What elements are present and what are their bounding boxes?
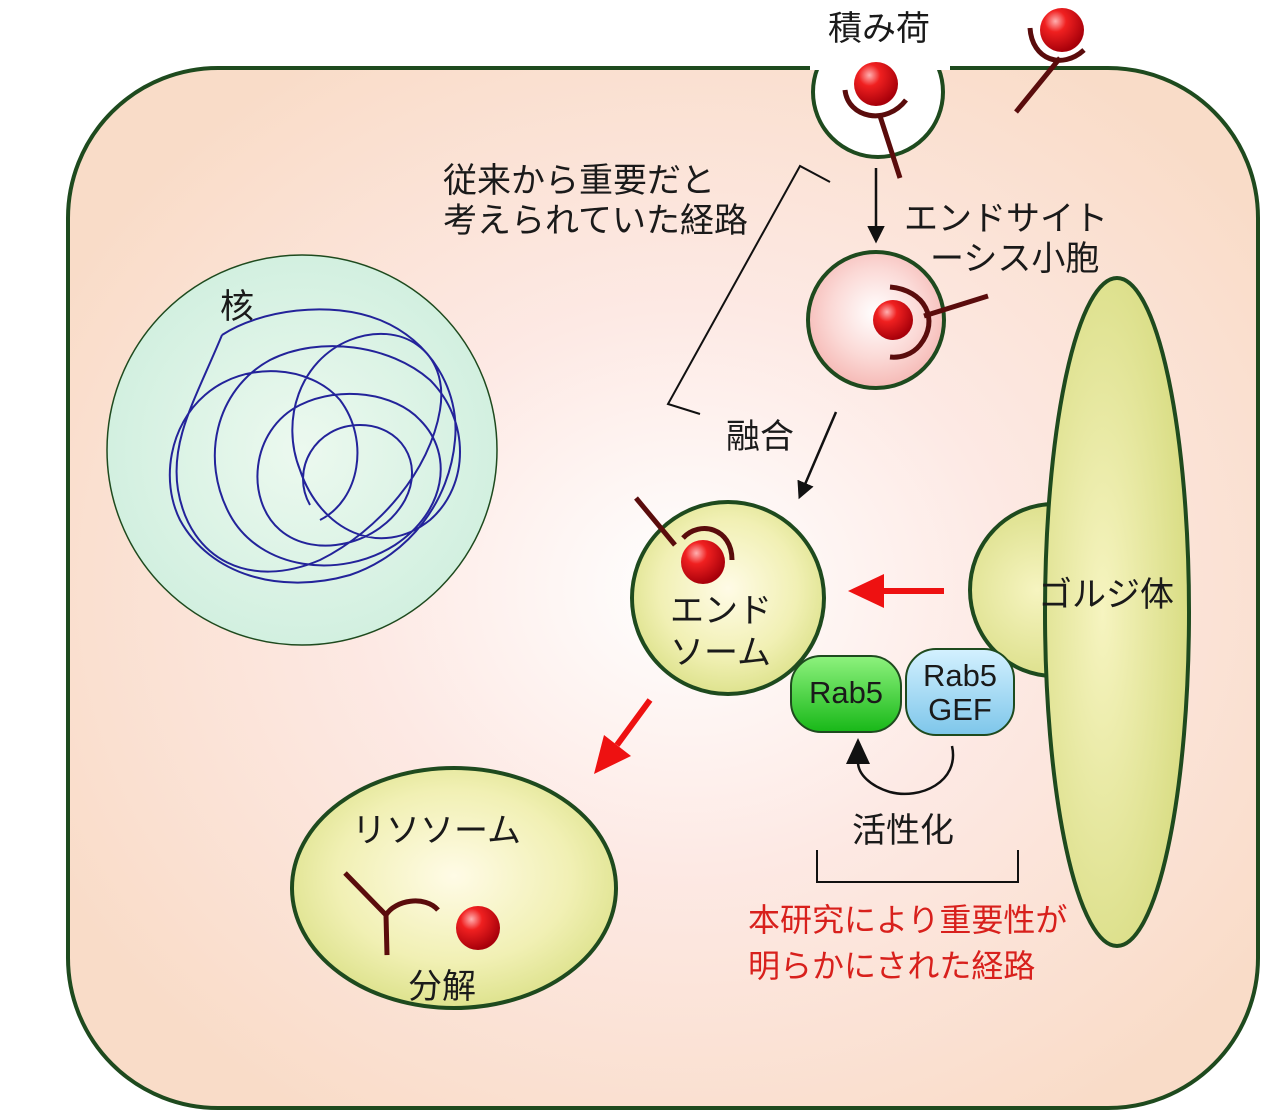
rab5gef-label-line2: GEF [928,692,992,727]
endosome-label-line1: エンド [670,591,772,631]
golgi-label: ゴルジ体 [1038,575,1174,615]
rab5gef-protein: Rab5 GEF [905,648,1015,736]
arrow-golgi-to-endosome [848,574,944,608]
degraded-receptor [343,871,440,956]
extracellular-cargo-receptor [1014,8,1086,114]
endosome-label-line2: ソーム [670,633,771,673]
nucleus-label: 核 [220,287,254,327]
conventional-pathway-label-line2: 考えられていた経路 [443,201,748,241]
conventional-pathway-label-line1: 従来から重要だと [443,161,715,201]
arrow-fusion [797,411,838,500]
conventional-pathway-bracket [666,164,831,415]
lysosome-label: リソソーム [352,811,521,851]
vesicle-label-line2: ーシス小胞 [930,239,1099,279]
new-pathway-label-line1: 本研究により重要性が [748,901,1067,939]
rab5gef-label-line1: Rab5 [923,658,997,693]
rab5-protein: Rab5 [790,655,902,733]
nucleus: 核 [106,254,498,646]
cargo-particle [873,300,913,340]
cargo-particle [854,62,898,106]
vesicle-label-line1: エンドサイト [904,199,1108,239]
fusion-label: 融合 [726,417,794,457]
receptor [842,89,908,179]
degradation-label: 分解 [408,967,476,1007]
arrow-endosome-to-lysosome [594,698,653,774]
cargo-particle [1040,8,1084,52]
endocytic-vesicle [806,250,989,390]
lysosome: リソソーム 分解 [290,766,618,1010]
activation-label: 活性化 [852,811,954,851]
cargo-label: 積み荷 [828,9,930,49]
receptor [634,496,735,561]
receptor [889,284,989,360]
golgi-apparatus: ゴルジ体 [968,276,1191,948]
chromatin-strand [168,308,461,584]
cargo-particle [456,906,500,950]
rab5-label: Rab5 [809,675,883,710]
endosome: エンド ソーム [630,496,826,696]
receptor [1014,27,1086,114]
new-pathway-bracket [816,850,1019,883]
cargo-particle [681,540,725,584]
pit-cargo-receptor [842,62,908,179]
activation-arrow [846,738,955,796]
new-pathway-label-line2: 明らかにされた経路 [748,947,1035,985]
